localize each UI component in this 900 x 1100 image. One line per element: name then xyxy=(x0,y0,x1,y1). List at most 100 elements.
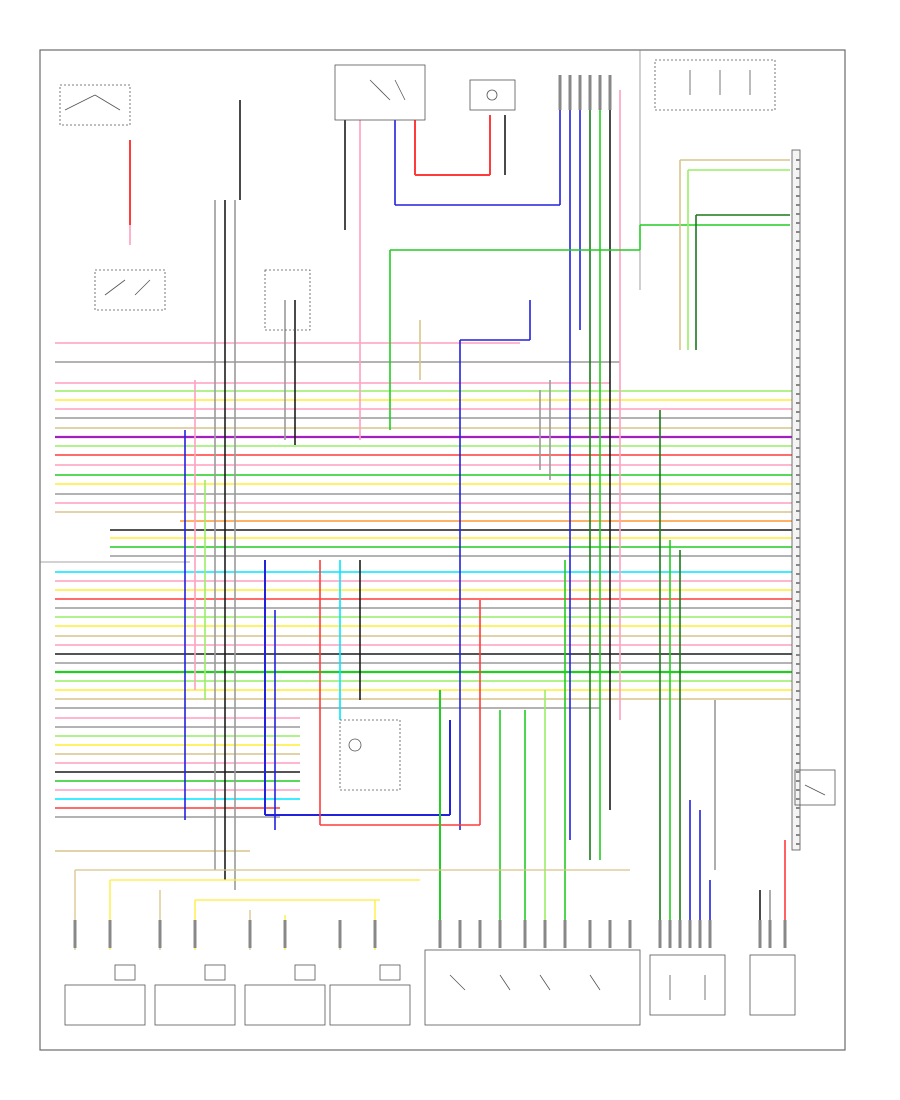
connector-pin xyxy=(796,168,800,170)
connector-pin xyxy=(438,920,442,948)
connector-pin xyxy=(796,447,800,449)
connector-pin xyxy=(796,393,800,395)
connector-pin xyxy=(668,920,672,948)
injector-1 xyxy=(64,964,146,1026)
connector-pin xyxy=(796,312,800,314)
connector-pin xyxy=(796,420,800,422)
connector-pin xyxy=(73,920,77,948)
fuel-pump-relay xyxy=(654,59,776,111)
connector-pin xyxy=(283,920,287,948)
bottom-feed-wires xyxy=(74,869,630,950)
ignition-switch xyxy=(59,84,131,126)
connector-pin xyxy=(796,213,800,215)
connector-pin xyxy=(796,573,800,575)
injector-3 xyxy=(244,964,326,1026)
connector-pin xyxy=(796,627,800,629)
connector-pin xyxy=(796,321,800,323)
pressure-sensor xyxy=(749,954,796,1016)
connector-pin xyxy=(796,330,800,332)
connector-pin xyxy=(796,744,800,746)
connector-pin xyxy=(796,699,800,701)
connector-pin xyxy=(373,920,377,948)
connector-pin xyxy=(563,920,567,948)
connector-pin xyxy=(796,672,800,674)
connector-pin xyxy=(796,681,800,683)
connector-pin xyxy=(796,249,800,251)
connector-pin xyxy=(796,375,800,377)
connector-pin xyxy=(796,528,800,530)
connector-pin xyxy=(796,537,800,539)
connector-pin xyxy=(796,834,800,836)
connector-pin xyxy=(796,564,800,566)
connector-pin xyxy=(796,438,800,440)
connector-pin xyxy=(796,222,800,224)
connector-pin xyxy=(543,920,547,948)
connector-pin xyxy=(248,920,252,948)
connector-pin xyxy=(796,708,800,710)
speed-sensor xyxy=(339,719,401,791)
connector-pin xyxy=(796,384,800,386)
connector-pin xyxy=(796,753,800,755)
connector-pin xyxy=(796,645,800,647)
injector-2 xyxy=(154,964,236,1026)
connector-pin xyxy=(796,411,800,413)
connector-pin xyxy=(796,177,800,179)
connector-pin xyxy=(796,771,800,773)
connector-pin xyxy=(108,920,112,948)
connector-pin xyxy=(796,582,800,584)
connector-pin xyxy=(796,465,800,467)
vehicle-speed-sensor xyxy=(794,769,836,806)
connector-pin xyxy=(796,546,800,548)
connector-pin xyxy=(708,920,712,948)
connector-pin xyxy=(628,920,632,948)
connector-pin xyxy=(796,789,800,791)
connector-pin xyxy=(796,285,800,287)
vertical-wires xyxy=(129,90,790,920)
ignition-module xyxy=(424,949,641,1026)
connector-pin xyxy=(796,600,800,602)
connector-pin xyxy=(758,920,762,948)
harness-bus-lower xyxy=(55,571,795,852)
connector-pins xyxy=(73,75,800,948)
connector-pin xyxy=(796,366,800,368)
connector-pin xyxy=(796,429,800,431)
connector-pin xyxy=(658,920,662,948)
fuse-relay-box xyxy=(334,64,426,121)
connector-pin xyxy=(796,276,800,278)
connector-pin xyxy=(498,920,502,948)
connector-pin xyxy=(796,294,800,296)
connector-pin xyxy=(796,717,800,719)
connector-pin xyxy=(338,920,342,948)
connector-pin xyxy=(796,735,800,737)
connector-pin xyxy=(796,348,800,350)
connector-pin xyxy=(796,357,800,359)
connector-pin xyxy=(598,75,602,110)
connector-pin xyxy=(796,654,800,656)
connector-pin xyxy=(796,456,800,458)
diagram-frame xyxy=(39,49,846,1051)
connector-pin xyxy=(796,825,800,827)
connector-pin xyxy=(796,510,800,512)
injector-4 xyxy=(329,964,411,1026)
connector-pin xyxy=(796,159,800,161)
connector-pin xyxy=(796,339,800,341)
connector-pin xyxy=(796,519,800,521)
connector-pin xyxy=(796,762,800,764)
connector-pin xyxy=(796,636,800,638)
connector-pin xyxy=(796,618,800,620)
connector-pin xyxy=(796,258,800,260)
connector-pin xyxy=(796,231,800,233)
connector-pin xyxy=(796,474,800,476)
connector-pin xyxy=(796,240,800,242)
connector-pin xyxy=(796,303,800,305)
connector-pin xyxy=(678,920,682,948)
connector-pin xyxy=(796,816,800,818)
connector-pin xyxy=(796,798,800,800)
connector-pin xyxy=(478,920,482,948)
connector-pin xyxy=(608,920,612,948)
connector-pin xyxy=(796,195,800,197)
connector-pin xyxy=(796,807,800,809)
connector-pin xyxy=(688,920,692,948)
connector-pin xyxy=(796,780,800,782)
